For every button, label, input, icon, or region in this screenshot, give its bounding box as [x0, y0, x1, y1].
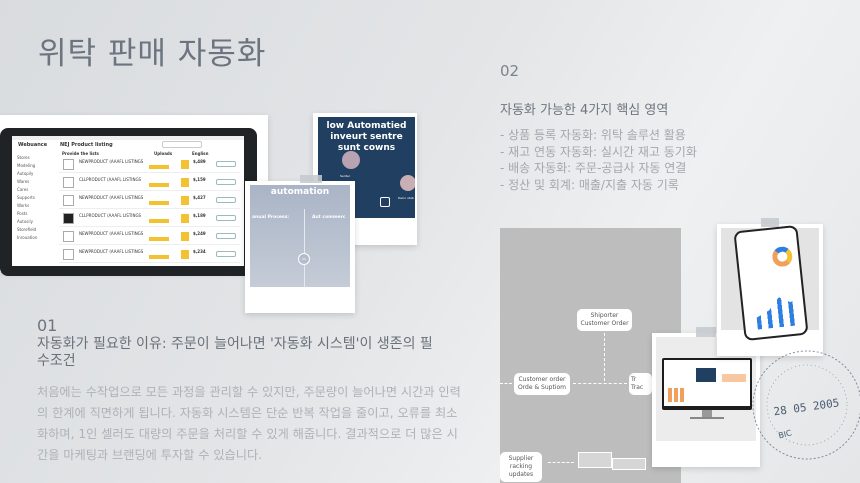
- app-brand: Webuance: [18, 142, 48, 148]
- product-price: $,159: [193, 177, 206, 182]
- comparison-slide-image: automation anual Process: Aut commerc vs: [250, 185, 350, 287]
- status-badge: [149, 237, 169, 241]
- status-badge: [149, 255, 169, 259]
- donut-chart-icon: [771, 245, 794, 268]
- sidebar-item[interactable]: Storefield: [17, 227, 37, 232]
- product-image: [181, 178, 189, 187]
- action-dropdown[interactable]: [216, 215, 236, 221]
- status-badge: [149, 165, 169, 169]
- mobile-app-card: [717, 224, 823, 356]
- table-row[interactable]: NEWPRODUCT (AAAFL LISTINGS $,234: [59, 246, 240, 263]
- product-price: $,189: [193, 213, 206, 218]
- section-01-heading: 자동화가 필요한 이유: 주문이 늘어나면 '자동화 시스템'이 생존의 필수조…: [37, 336, 433, 369]
- inventory-automation-card: low Automatied inveurt sentre sunt cowns…: [313, 113, 417, 245]
- product-price: $,249: [193, 231, 206, 236]
- supplier-tracking-box: Supplier racking updates: [500, 452, 542, 482]
- bullet-item: - 재고 연동 자동화: 실시간 재고 동기화: [500, 144, 697, 159]
- bullet-item: - 상품 등록 자동화: 위탁 솔루션 활용: [500, 128, 686, 142]
- product-thumbnail: [63, 177, 74, 188]
- table-header: Provide the lists Uploads Englisn: [62, 151, 209, 156]
- tape: [761, 218, 779, 227]
- product-name: NEWPRODUCT (AAAFL LISTINGS: [79, 249, 144, 254]
- action-dropdown[interactable]: [216, 197, 236, 203]
- sidebar-item[interactable]: Autosily: [17, 219, 33, 224]
- seller-node-icon: [342, 151, 360, 169]
- product-image: [181, 160, 189, 169]
- order-flow-diagram: Shiporter Customer Order Customer order …: [500, 228, 681, 483]
- section-02-heading: 자동화 가능한 4가지 핵심 영역: [500, 103, 669, 118]
- product-thumbnail: [63, 213, 74, 224]
- status-badge: [149, 183, 169, 187]
- sidebar-item[interactable]: Inrouation: [17, 235, 38, 240]
- arrow: [548, 462, 574, 463]
- action-dropdown[interactable]: [216, 233, 236, 239]
- stamp-date: 28 05 2005: [773, 396, 840, 418]
- product-image: [181, 214, 189, 223]
- product-name: CLLPRODUCT (AAAFL LISTINGS: [79, 213, 142, 218]
- navy-slide-image: low Automatied inveurt sentre sunt cowns…: [318, 117, 415, 218]
- table-row[interactable]: NEWPRODUCT (AAAFL LISTINGS $,427: [59, 192, 240, 209]
- monitor-image: [662, 358, 752, 410]
- product-image: [181, 250, 189, 259]
- page-title: 위탁 판매 자동화: [38, 36, 267, 72]
- status-badge: [149, 201, 169, 205]
- product-image: [181, 196, 189, 205]
- app-page-title: NEJ Product listing: [60, 142, 113, 148]
- product-name: NEWPRODUCT (AAAFL LISTINGS: [79, 231, 144, 236]
- bullet-item: - 배송 자동화: 주문-공급사 자동 연결: [500, 161, 687, 175]
- tape: [696, 327, 716, 337]
- product-thumbnail: [63, 249, 74, 260]
- shipper-order-box: Shiporter Customer Order: [577, 309, 632, 331]
- sidebar-item[interactable]: Works: [17, 203, 30, 208]
- product-name: NEWPRODUCT (AAAFL LISTINGS: [79, 159, 144, 164]
- sidebar-item[interactable]: Autopily: [17, 171, 34, 176]
- product-image: [181, 232, 189, 241]
- product-thumbnail: [63, 195, 74, 206]
- customer-order-box: Customer order Orde & Suptiom: [514, 373, 570, 395]
- status-badge: [149, 219, 169, 223]
- table-row[interactable]: NEWPRODUCT (AAAFL LISTINGS $,249: [59, 228, 240, 245]
- tracking-box: Tr Trac: [629, 373, 652, 395]
- search-input[interactable]: [162, 141, 202, 148]
- sidebar-item[interactable]: Posts: [17, 211, 28, 216]
- product-price: $,489: [193, 159, 206, 164]
- section-01-number: 01: [37, 316, 58, 335]
- product-name: NEWPRODUCT (AAAFL LISTINGS: [79, 195, 144, 200]
- stamp-code: BIC: [777, 428, 793, 440]
- product-price: $,234: [193, 249, 206, 254]
- bullet-item: - 정산 및 회계: 매출/지출 자동 기록: [500, 177, 679, 192]
- sidebar-item[interactable]: Wares: [17, 179, 30, 184]
- section-02-number: 02: [500, 62, 520, 80]
- action-dropdown[interactable]: [216, 251, 236, 257]
- sidebar-item[interactable]: Cares: [17, 187, 29, 192]
- arrow: [573, 383, 627, 384]
- truck-icon: [578, 452, 612, 468]
- table-row[interactable]: NEWPRODUCT (AAAFL LISTINGS $,489: [59, 156, 240, 173]
- sidebar-item[interactable]: Stores: [17, 155, 30, 160]
- product-name: CLLPRODUCT (AAAFL LISTINGS: [79, 177, 142, 182]
- truck-icon: [612, 458, 646, 470]
- sidebar-item[interactable]: Modeling: [17, 163, 36, 168]
- vs-badge: vs: [298, 253, 310, 265]
- table-row[interactable]: CLLPRODUCT (AAAFL LISTINGS $,159: [59, 174, 240, 191]
- person-node-icon: [400, 175, 415, 191]
- section-02-bullets: - 상품 등록 자동화: 위탁 솔루션 활용 - 재고 연동 자동화: 실시간 …: [500, 127, 697, 193]
- phone-image: [733, 224, 809, 342]
- action-dropdown[interactable]: [216, 179, 236, 185]
- product-thumbnail: [63, 231, 74, 242]
- passport-stamp: 28 05 2005 BIC: [745, 345, 860, 465]
- upload-node-icon: [380, 197, 390, 207]
- bar-chart-icon: [755, 295, 802, 329]
- table-row[interactable]: CLLPRODUCT (AAAFL LISTINGS $,189: [59, 210, 240, 227]
- tape: [300, 175, 322, 183]
- section-01-body: 처음에는 수작업으로 모든 과정을 관리할 수 있지만, 주문량이 늘어나면 시…: [37, 385, 461, 462]
- automation-comparison-card: automation anual Process: Aut commerc vs: [245, 181, 355, 313]
- product-thumbnail: [63, 159, 74, 170]
- action-dropdown[interactable]: [216, 161, 236, 167]
- sidebar-item[interactable]: Supports: [17, 195, 35, 200]
- product-price: $,427: [193, 195, 206, 200]
